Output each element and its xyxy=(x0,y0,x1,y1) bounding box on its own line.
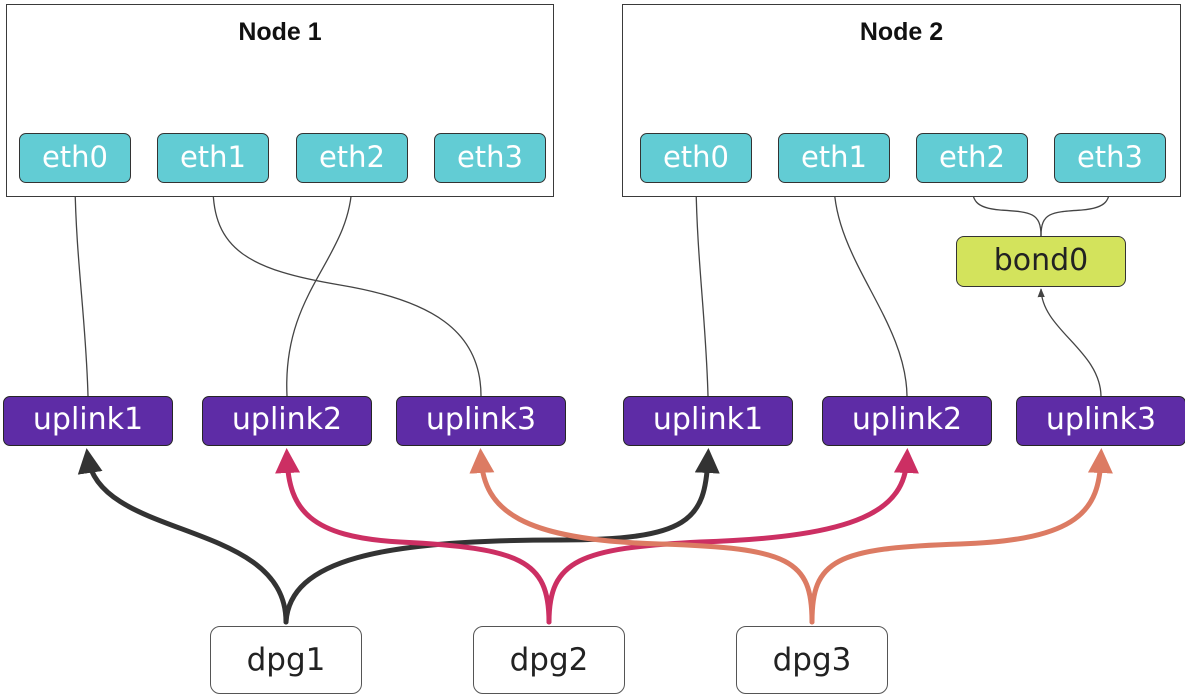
node-2-eth1: eth1 xyxy=(778,133,890,183)
node-1-eth3: eth3 xyxy=(434,133,546,183)
link-dpg2-to-n1-uplink2 xyxy=(275,448,552,625)
link-n1-uplink2-to-eth2 xyxy=(286,183,356,397)
node-2-uplink2: uplink2 xyxy=(822,396,992,446)
dpg2-box: dpg2 xyxy=(473,626,625,694)
link-dpg3-to-n1-uplink3 xyxy=(469,448,815,625)
node-1-eth0: eth0 xyxy=(19,133,131,183)
node-2-eth3: eth3 xyxy=(1054,133,1166,183)
node-1-uplink1: uplink1 xyxy=(3,396,173,446)
node-2-uplink1: uplink1 xyxy=(623,396,793,446)
node-1-uplink3: uplink3 xyxy=(396,396,566,446)
node-1-title: Node 1 xyxy=(238,18,322,46)
node-2-eth0: eth0 xyxy=(640,133,752,183)
node-2-uplink3: uplink3 xyxy=(1016,396,1185,446)
node-1-eth1: eth1 xyxy=(157,133,269,183)
dpg3-box: dpg3 xyxy=(736,626,888,694)
link-dpg1-to-n2-uplink1 xyxy=(283,448,720,625)
node-1-eth2: eth2 xyxy=(296,133,408,183)
node-2-eth2: eth2 xyxy=(916,133,1028,183)
link-n2-uplink2-to-eth1 xyxy=(830,183,908,397)
dpg1-box: dpg1 xyxy=(210,626,362,694)
node-2-title: Node 2 xyxy=(859,18,944,46)
link-dpg2-to-n2-uplink2 xyxy=(546,448,919,625)
link-n2-uplink1-to-eth0 xyxy=(692,183,709,397)
bond0-box: bond0 xyxy=(956,236,1126,287)
link-n1-uplink1-to-eth0 xyxy=(71,183,89,397)
link-n2-uplink3-to-bond0 xyxy=(1037,288,1102,397)
node-1-uplink2: uplink2 xyxy=(202,396,372,446)
link-n1-uplink3-to-eth1 xyxy=(209,183,482,397)
link-dpg1-to-n1-uplink1 xyxy=(77,448,289,625)
link-dpg3-to-n2-uplink3 xyxy=(809,448,1113,625)
